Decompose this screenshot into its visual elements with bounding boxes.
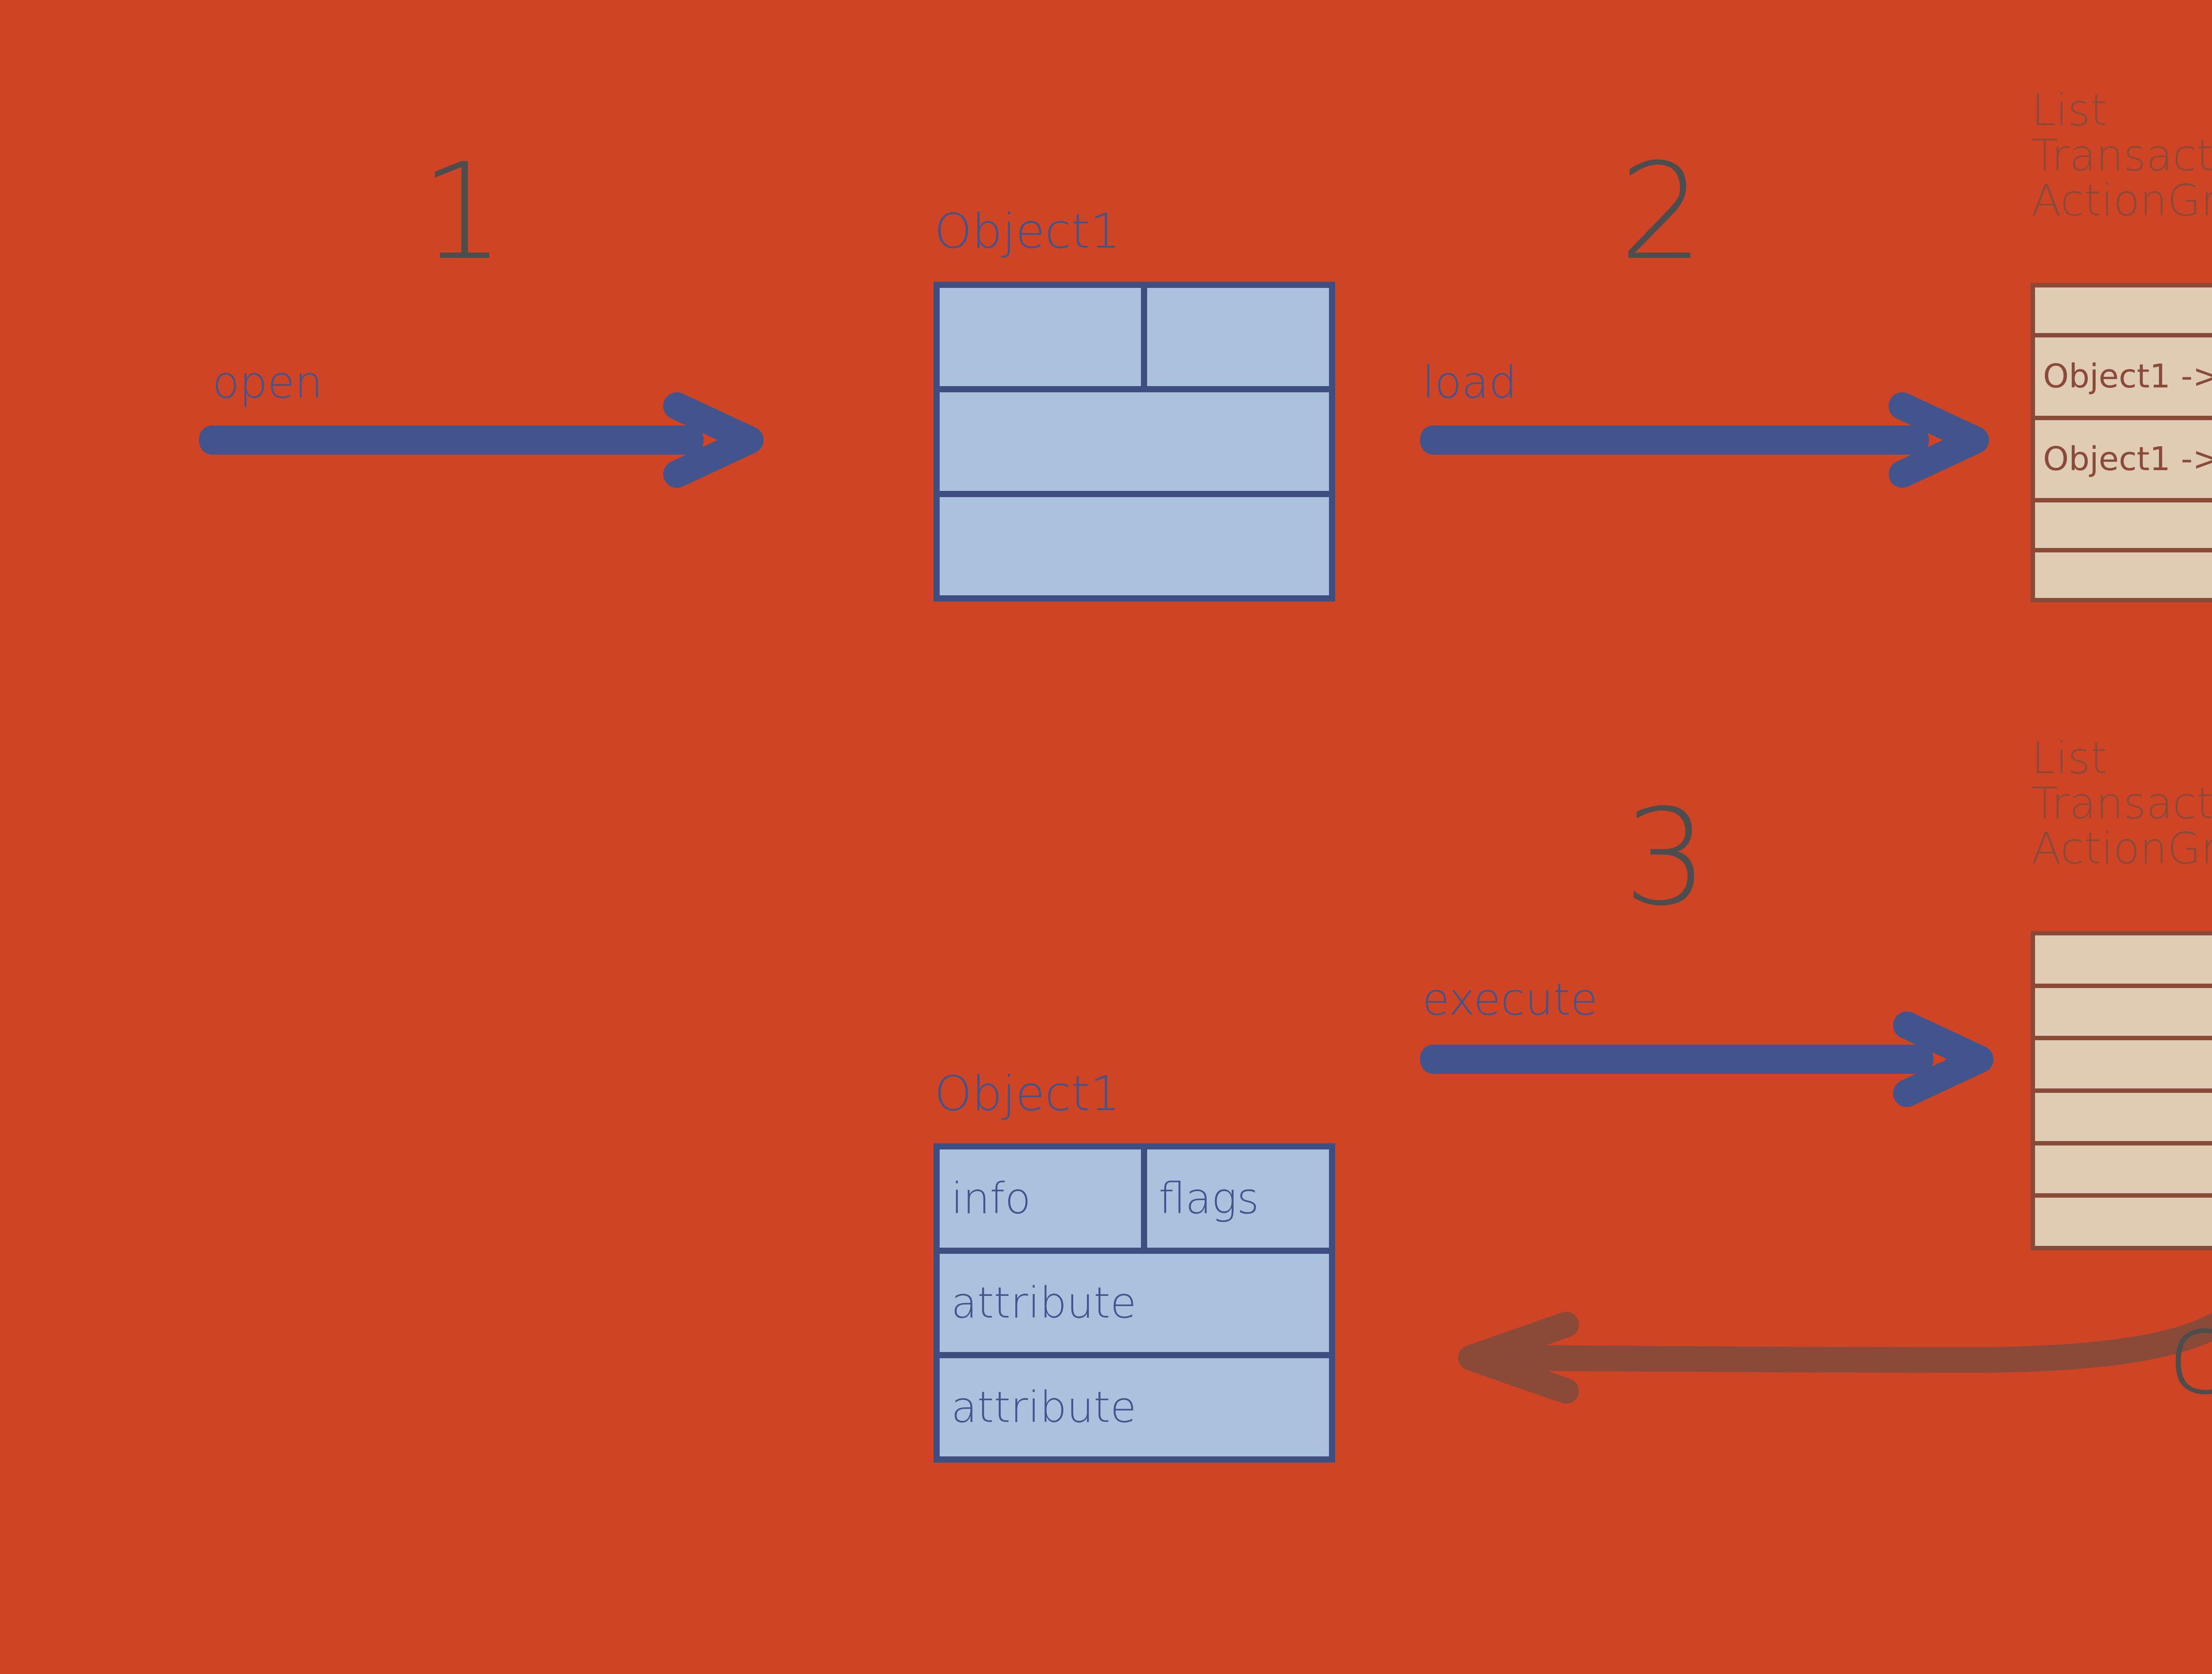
object-top-cell-attr2 xyxy=(940,497,1329,595)
list-item xyxy=(2035,287,2212,333)
list-item xyxy=(2035,1040,2212,1089)
table-row xyxy=(940,288,1329,387)
object-bottom-table: info flags attribute attribute xyxy=(933,1143,1335,1463)
object-top-title: Object1 xyxy=(934,204,1121,259)
list-item xyxy=(2035,1198,2212,1246)
object-bottom-title: Object1 xyxy=(934,1066,1121,1122)
object-bottom-cell-attr1: attribute xyxy=(940,1254,1329,1352)
list-item xyxy=(2035,502,2212,548)
object-bottom-cell-flags: flags xyxy=(1147,1149,1329,1248)
list-item xyxy=(2035,1093,2212,1141)
list-top-box: Object1 -> open Object1 -> load xyxy=(2031,283,2212,602)
object-top-cell-flags xyxy=(1147,288,1329,387)
step-number-1: 1 xyxy=(420,135,505,289)
table-row: info flags xyxy=(940,1149,1329,1248)
list-item: Object1 -> load xyxy=(2035,420,2212,498)
object-top-cell-info xyxy=(940,288,1141,387)
arrow-load xyxy=(1420,392,1989,488)
action-label-execute: execute xyxy=(1422,973,1598,1025)
action-label-load: load xyxy=(1422,356,1517,408)
object-top-cell-attr1 xyxy=(940,392,1329,491)
step-number-3: 3 xyxy=(1624,781,1708,935)
table-row xyxy=(940,392,1329,491)
action-label-open: open xyxy=(212,356,323,408)
table-row: attribute xyxy=(940,1254,1329,1352)
list-bottom-title: List Transaction/ ActionGroup xyxy=(2032,733,2212,874)
list-bottom-box xyxy=(2031,931,2212,1250)
step-number-2: 2 xyxy=(1619,135,1704,289)
step-number-c: c xyxy=(2168,1287,2212,1420)
list-item xyxy=(2035,935,2212,984)
arrow-execute xyxy=(1420,1011,1993,1107)
object-bottom-cell-info: info xyxy=(940,1149,1141,1248)
list-item xyxy=(2035,988,2212,1036)
object-bottom-cell-attr2: attribute xyxy=(940,1358,1329,1456)
list-item xyxy=(2035,1145,2212,1194)
list-top-title: List Transaction/ ActionGroup xyxy=(2032,85,2212,226)
arrow-return-c xyxy=(1458,1312,2212,1404)
object-top-table xyxy=(933,282,1335,601)
list-item: Object1 -> open xyxy=(2035,337,2212,416)
list-item xyxy=(2035,552,2212,598)
arrow-open xyxy=(199,392,764,488)
table-row xyxy=(940,497,1329,595)
table-row: attribute xyxy=(940,1358,1329,1456)
